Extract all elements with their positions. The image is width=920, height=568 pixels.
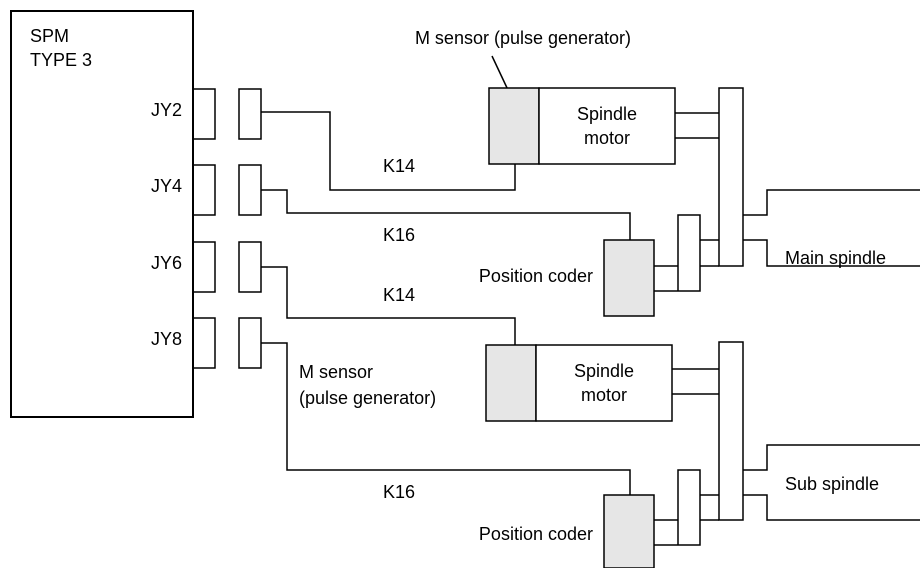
lower-m-sensor-label-line2: (pulse generator)	[299, 388, 436, 408]
upper-coder-label: Position coder	[479, 266, 593, 286]
socket-jy6	[193, 241, 216, 293]
plug-jy6	[238, 241, 262, 293]
spm-title-line2: TYPE 3	[30, 50, 92, 70]
lower-motor-label-line2: motor	[581, 385, 627, 405]
upper-position-coder	[603, 239, 655, 317]
lower-drive-shaft	[718, 341, 744, 521]
lower-motor-label-line1: Spindle	[574, 361, 634, 381]
upper-m-sensor-label: M sensor (pulse generator)	[415, 28, 631, 48]
cable-label-k16-upper: K16	[383, 225, 415, 245]
lower-coder-label: Position coder	[479, 524, 593, 544]
plug-jy4	[238, 164, 262, 216]
port-label-jy4: JY4	[151, 176, 182, 196]
lower-position-coder	[603, 494, 655, 568]
cable-label-k16-lower: K16	[383, 482, 415, 502]
upper-m-sensor	[488, 87, 540, 165]
upper-spindle-motor	[538, 87, 676, 165]
lower-coder-coupling	[654, 469, 719, 546]
port-label-jy6: JY6	[151, 253, 182, 273]
upper-coder-coupling	[654, 214, 719, 292]
lower-spindle-group: M sensor (pulse generator) Spindle motor…	[299, 341, 920, 568]
port-label-jy2: JY2	[151, 100, 182, 120]
upper-motor-label-line1: Spindle	[577, 104, 637, 124]
plug-jy2	[238, 88, 262, 140]
lower-motor-shaft	[672, 368, 719, 395]
plug-jy8	[238, 317, 262, 369]
upper-motor-shaft	[675, 112, 719, 139]
spm-title-line1: SPM	[30, 26, 69, 46]
spm-box	[10, 10, 194, 418]
cable-label-k14-lower: K14	[383, 285, 415, 305]
lower-m-sensor-label-line1: M sensor	[299, 362, 373, 382]
cable-k16-lower	[261, 342, 631, 495]
cable-k14-upper	[261, 111, 516, 191]
lower-spindle-motor	[535, 344, 673, 422]
upper-motor-label-line2: motor	[584, 128, 630, 148]
cable-k16-upper	[261, 189, 631, 240]
socket-jy4	[193, 164, 216, 216]
sub-spindle-label: Sub spindle	[785, 474, 879, 494]
main-spindle-body	[743, 189, 920, 267]
spm-unit: SPM TYPE 3 JY2 JY4 JY6 JY8	[10, 10, 216, 418]
lower-m-sensor	[485, 344, 537, 422]
cable-label-k14-upper: K14	[383, 156, 415, 176]
upper-m-sensor-arrow-line	[491, 55, 509, 91]
upper-drive-shaft	[718, 87, 744, 267]
cable-k14-lower	[261, 266, 516, 345]
socket-jy2	[193, 88, 216, 140]
main-spindle-label: Main spindle	[785, 248, 886, 268]
sub-spindle-body	[743, 444, 920, 521]
port-label-jy8: JY8	[151, 329, 182, 349]
upper-spindle-group: M sensor (pulse generator) Spindle motor…	[415, 28, 920, 317]
socket-jy8	[193, 317, 216, 369]
